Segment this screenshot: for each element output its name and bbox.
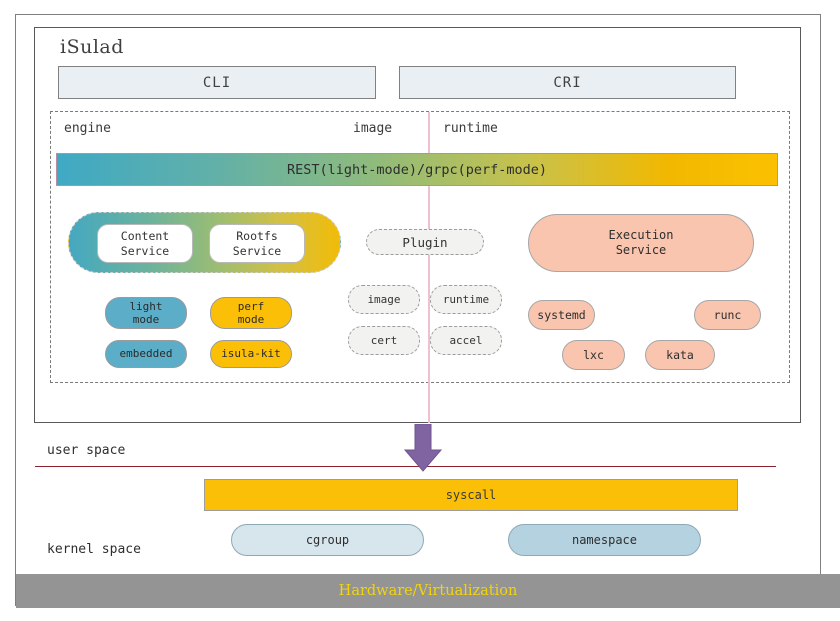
pill-accel[interactable]: accel (430, 326, 502, 355)
engine-services-group: Content Service Rootfs Service (68, 212, 341, 273)
pill-isula-kit[interactable]: isula-kit (210, 340, 292, 368)
pill-lxc[interactable]: lxc (562, 340, 625, 370)
syscall-bar: syscall (204, 479, 738, 511)
column-divider (428, 112, 430, 423)
rest-grpc-bar: REST(light-mode)/grpc(perf-mode) (56, 153, 778, 186)
execution-service-line2: Service (615, 243, 667, 257)
pill-kata[interactable]: kata (645, 340, 715, 370)
pill-plugin[interactable]: Plugin (366, 229, 484, 255)
kernel-space-label: kernel space (47, 542, 141, 557)
pill-perf-mode[interactable]: perf mode (210, 297, 292, 329)
pill-light-mode[interactable]: light mode (105, 297, 187, 329)
column-label-engine: engine (64, 121, 111, 136)
pill-light-mode-line2: mode (132, 313, 160, 326)
execution-service-box[interactable]: Execution Service (528, 214, 754, 272)
rootfs-service-line2: Service (232, 243, 282, 258)
column-label-runtime: runtime (443, 121, 498, 136)
dashed-region (50, 111, 790, 383)
pill-runc[interactable]: runc (694, 300, 761, 330)
kernel-boundary-rule (35, 466, 776, 468)
pill-perf-mode-line2: mode (237, 313, 265, 326)
content-service-box[interactable]: Content Service (97, 224, 193, 263)
pill-systemd[interactable]: systemd (528, 300, 595, 330)
column-label-image: image (353, 121, 393, 136)
user-space-label: user space (47, 443, 126, 458)
page-title: iSulad (60, 36, 124, 58)
hardware-virtualization-bar: Hardware/Virtualization (16, 574, 840, 608)
pill-perf-mode-line1: perf (237, 299, 265, 313)
down-arrow-icon (403, 423, 443, 472)
content-service-line2: Service (120, 243, 170, 258)
pill-runtime[interactable]: runtime (430, 285, 502, 314)
pill-cert[interactable]: cert (348, 326, 420, 355)
pill-cgroup[interactable]: cgroup (231, 524, 424, 556)
pill-embedded[interactable]: embedded (105, 340, 187, 368)
api-box-cli[interactable]: CLI (58, 66, 376, 99)
content-service-line1: Content (120, 229, 170, 244)
rootfs-service-box[interactable]: Rootfs Service (209, 224, 305, 263)
api-box-cri[interactable]: CRI (399, 66, 736, 99)
pill-namespace[interactable]: namespace (508, 524, 701, 556)
execution-service-line1: Execution (608, 228, 674, 242)
rootfs-service-line1: Rootfs (236, 229, 278, 244)
pill-image[interactable]: image (348, 285, 420, 314)
pill-light-mode-line1: light (129, 299, 163, 313)
